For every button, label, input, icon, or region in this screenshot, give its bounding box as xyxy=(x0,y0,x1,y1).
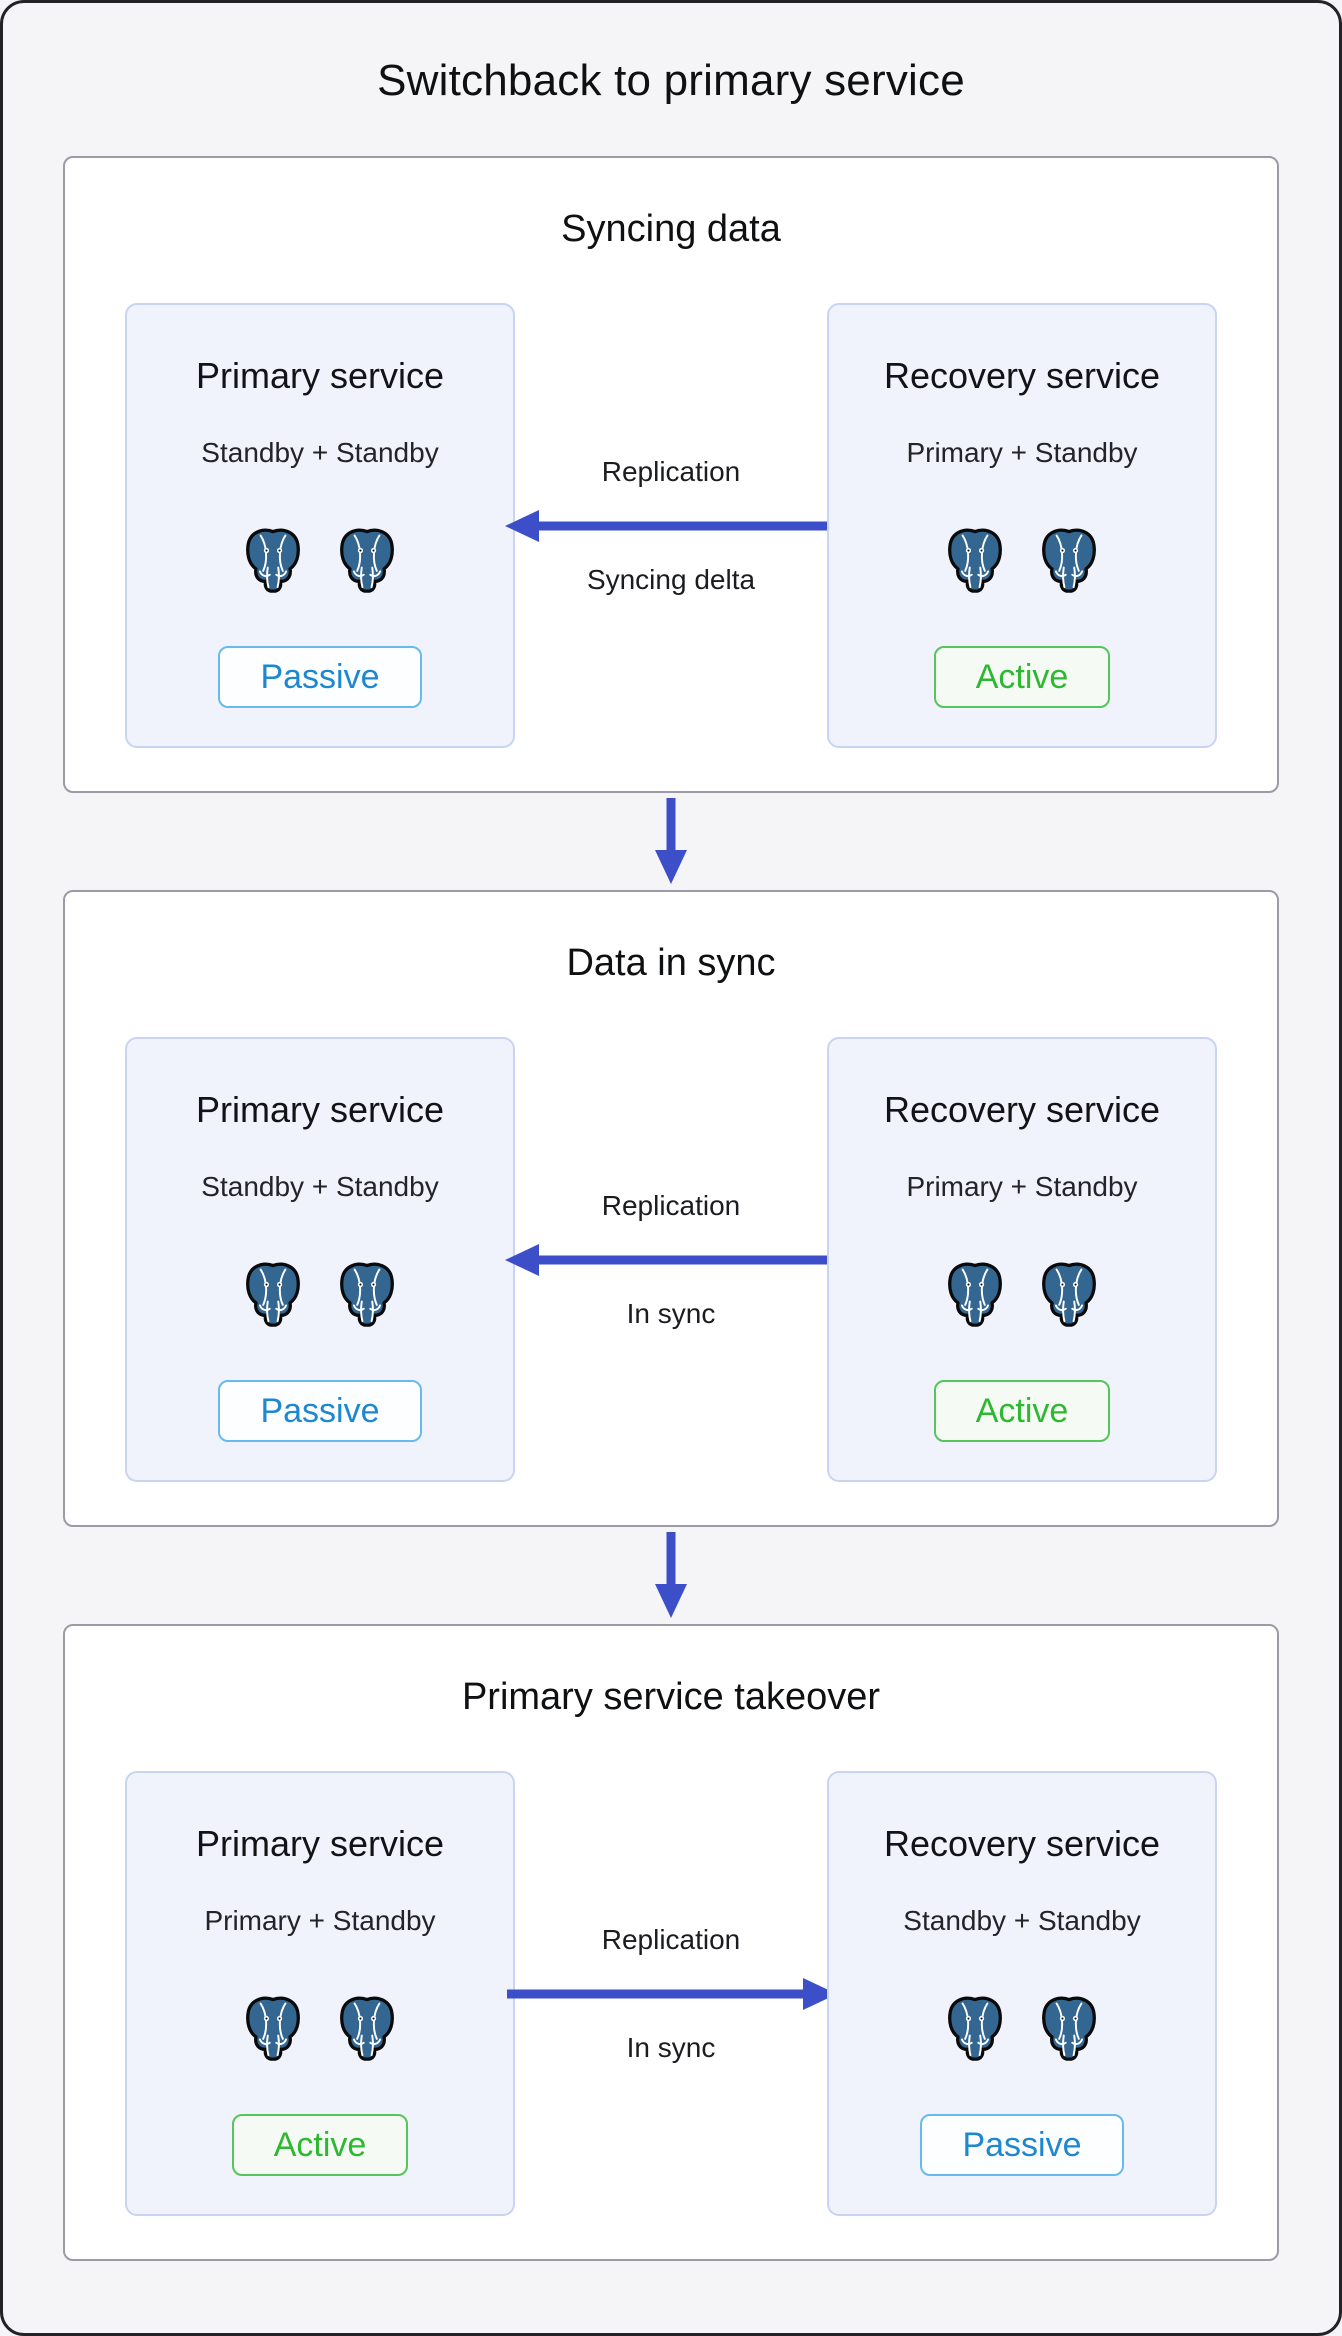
postgresql-elephant-icon xyxy=(1036,527,1102,595)
postgresql-elephant-icon xyxy=(240,527,306,595)
database-icons xyxy=(240,1995,400,2063)
recovery-service-box: Recovery service Primary + Standby Activ… xyxy=(827,1037,1217,1482)
status-badge: Passive xyxy=(218,1380,422,1442)
postgresql-elephant-icon xyxy=(942,1261,1008,1329)
service-title: Primary service xyxy=(195,1089,445,1130)
stage-title: Syncing data xyxy=(561,208,781,250)
postgresql-elephant-icon xyxy=(334,527,400,595)
postgresql-elephant-icon xyxy=(334,1995,400,2063)
arrow-label-top: Replication xyxy=(601,1923,741,1955)
database-icons xyxy=(240,1261,400,1329)
arrow-label-bottom: In sync xyxy=(626,2031,716,2063)
postgresql-elephant-icon xyxy=(240,1261,306,1329)
status-badge: Active xyxy=(933,1380,1111,1442)
left-arrow-icon xyxy=(505,1243,835,1276)
stage-title: Primary service takeover xyxy=(461,1676,881,1718)
arrow-label-top: Replication xyxy=(601,1189,741,1221)
service-roles: Standby + Standby xyxy=(903,1905,1141,1936)
down-arrow-icon xyxy=(655,1531,687,1618)
flow-down-arrow xyxy=(0,1527,1342,1624)
replication-arrow-group: Replication In sync xyxy=(507,1771,837,2216)
primary-service-box: Primary service Standby + Standby Passiv… xyxy=(125,303,515,748)
arrow-label-top: Replication xyxy=(601,455,741,487)
postgresql-elephant-icon xyxy=(942,527,1008,595)
left-arrow-icon xyxy=(505,509,835,542)
stage-primary-takeover: Primary service takeover Primary service… xyxy=(63,1624,1279,2261)
postgresql-elephant-icon xyxy=(334,1261,400,1329)
arrow-label-bottom: Syncing delta xyxy=(586,563,756,595)
postgresql-elephant-icon xyxy=(942,1995,1008,2063)
postgresql-elephant-icon xyxy=(1036,1261,1102,1329)
stage-syncing-data: Syncing data Primary service Standby + S… xyxy=(63,156,1279,793)
service-roles: Standby + Standby xyxy=(201,437,439,468)
service-roles: Standby + Standby xyxy=(201,1171,439,1202)
database-icons xyxy=(942,1995,1102,2063)
database-icons xyxy=(942,1261,1102,1329)
stage-data-in-sync: Data in sync Primary service Standby + S… xyxy=(63,890,1279,1527)
right-arrow-icon xyxy=(507,1977,837,2010)
primary-service-box: Primary service Primary + Standby Active xyxy=(125,1771,515,2216)
service-roles: Primary + Standby xyxy=(906,1171,1138,1202)
status-badge: Passive xyxy=(920,2114,1124,2176)
recovery-service-box: Recovery service Standby + Standby Passi… xyxy=(827,1771,1217,2216)
service-title: Primary service xyxy=(195,1823,445,1864)
replication-arrow-group: Replication Syncing delta xyxy=(505,303,835,748)
database-icons xyxy=(240,527,400,595)
service-roles: Primary + Standby xyxy=(204,1905,436,1936)
replication-arrow-group: Replication In sync xyxy=(505,1037,835,1482)
page-title: Switchback to primary service xyxy=(377,56,965,105)
down-arrow-icon xyxy=(655,797,687,884)
status-badge: Passive xyxy=(218,646,422,708)
arrow-label-bottom: In sync xyxy=(626,1297,716,1329)
recovery-service-box: Recovery service Primary + Standby Activ… xyxy=(827,303,1217,748)
primary-service-box: Primary service Standby + Standby Passiv… xyxy=(125,1037,515,1482)
service-title: Primary service xyxy=(195,355,445,396)
status-badge: Active xyxy=(231,2114,409,2176)
postgresql-elephant-icon xyxy=(240,1995,306,2063)
database-icons xyxy=(942,527,1102,595)
service-roles: Primary + Standby xyxy=(906,437,1138,468)
postgresql-elephant-icon xyxy=(1036,1995,1102,2063)
stage-title: Data in sync xyxy=(566,942,776,984)
status-badge: Active xyxy=(933,646,1111,708)
service-title: Recovery service xyxy=(883,355,1161,396)
service-title: Recovery service xyxy=(883,1823,1161,1864)
service-title: Recovery service xyxy=(883,1089,1161,1130)
flow-down-arrow xyxy=(0,793,1342,890)
